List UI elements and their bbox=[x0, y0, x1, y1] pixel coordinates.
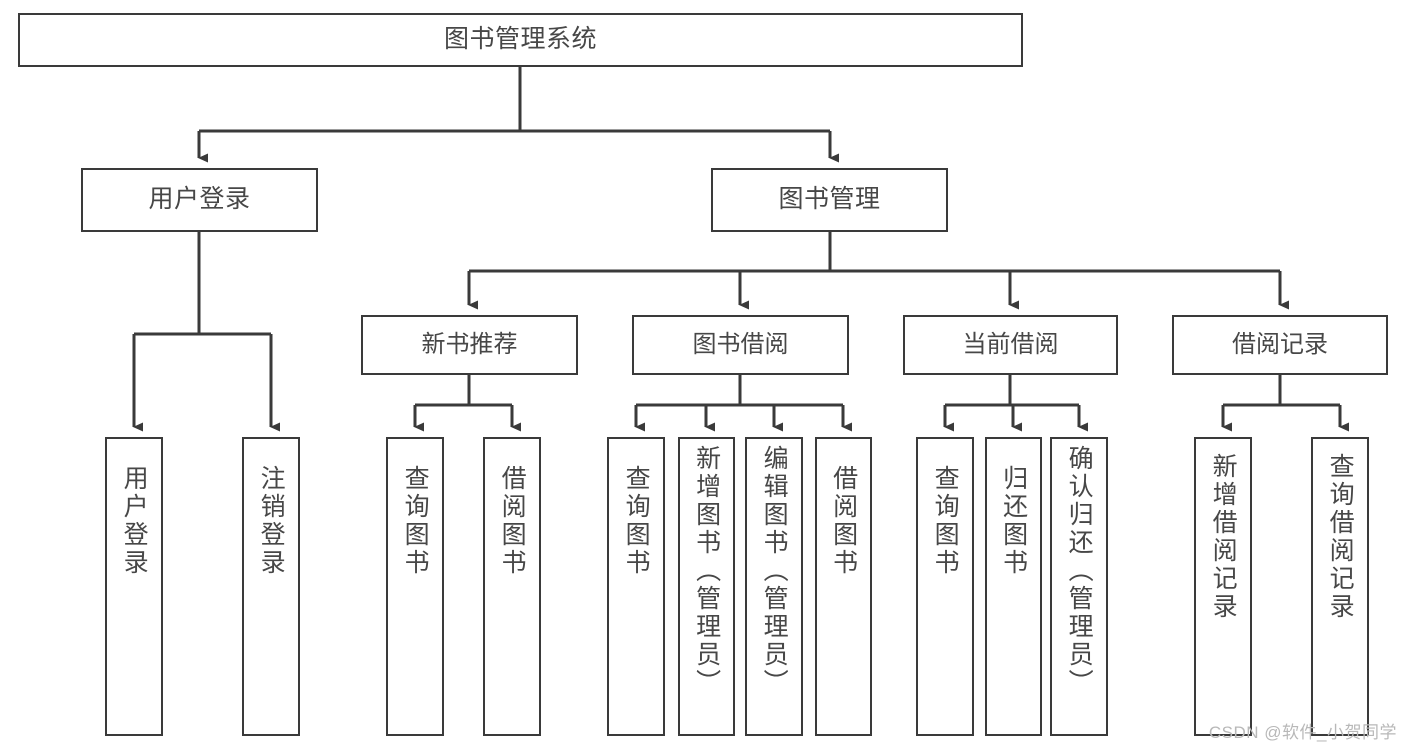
node-label: 归还图书 bbox=[999, 465, 1028, 577]
node-label: 借阅记录 bbox=[1232, 330, 1328, 358]
node-leaf-book-borrow-add[interactable]: 新增图书（管理员） bbox=[678, 437, 735, 736]
node-leaf-borrow-record-query[interactable]: 查询借阅记录 bbox=[1311, 437, 1369, 736]
node-label: 借阅图书 bbox=[498, 465, 527, 577]
node-label: 图书借阅 bbox=[692, 330, 789, 358]
node-label: 新增图书（管理员） bbox=[692, 445, 721, 697]
node-label: 查询借阅记录 bbox=[1326, 453, 1355, 621]
node-root-library-system[interactable]: 图书管理系统 bbox=[18, 13, 1023, 67]
node-leaf-new-book-borrow[interactable]: 借阅图书 bbox=[483, 437, 541, 736]
node-label: 图书管理 bbox=[778, 185, 881, 214]
node-leaf-user-login-signin[interactable]: 用户登录 bbox=[105, 437, 163, 736]
node-label: 当前借阅 bbox=[962, 330, 1059, 358]
node-leaf-borrow-record-add[interactable]: 新增借阅记录 bbox=[1194, 437, 1252, 736]
node-leaf-user-login-signout[interactable]: 注销登录 bbox=[242, 437, 300, 736]
node-current-borrow[interactable]: 当前借阅 bbox=[903, 315, 1118, 375]
node-leaf-current-borrow-return[interactable]: 归还图书 bbox=[985, 437, 1042, 736]
node-leaf-book-borrow-edit[interactable]: 编辑图书（管理员） bbox=[745, 437, 803, 736]
node-leaf-book-borrow-borrow[interactable]: 借阅图书 bbox=[815, 437, 872, 736]
node-book-management[interactable]: 图书管理 bbox=[711, 168, 948, 232]
node-label: 查询图书 bbox=[622, 465, 651, 577]
node-label: 确认归还（管理员） bbox=[1065, 445, 1094, 697]
csdn-watermark: CSDN @软件_小贺同学 bbox=[1208, 723, 1397, 742]
node-leaf-new-book-query[interactable]: 查询图书 bbox=[386, 437, 444, 736]
node-label: 注销登录 bbox=[257, 465, 286, 577]
node-label: 用户登录 bbox=[120, 465, 149, 577]
node-label: 新书推荐 bbox=[421, 330, 518, 358]
node-label: 图书管理系统 bbox=[443, 25, 597, 54]
node-label: 查询图书 bbox=[931, 465, 960, 577]
node-leaf-current-borrow-confirm[interactable]: 确认归还（管理员） bbox=[1050, 437, 1108, 736]
node-new-book-recommend[interactable]: 新书推荐 bbox=[361, 315, 578, 375]
node-book-borrow[interactable]: 图书借阅 bbox=[632, 315, 849, 375]
node-borrow-record[interactable]: 借阅记录 bbox=[1172, 315, 1388, 375]
node-leaf-current-borrow-query[interactable]: 查询图书 bbox=[916, 437, 974, 736]
node-label: 借阅图书 bbox=[829, 465, 858, 577]
node-label: 查询图书 bbox=[401, 465, 430, 577]
node-label: 用户登录 bbox=[148, 185, 251, 214]
node-label: 编辑图书（管理员） bbox=[760, 445, 789, 697]
node-user-login[interactable]: 用户登录 bbox=[81, 168, 318, 232]
node-leaf-book-borrow-query[interactable]: 查询图书 bbox=[607, 437, 665, 736]
node-label: 新增借阅记录 bbox=[1209, 453, 1238, 621]
